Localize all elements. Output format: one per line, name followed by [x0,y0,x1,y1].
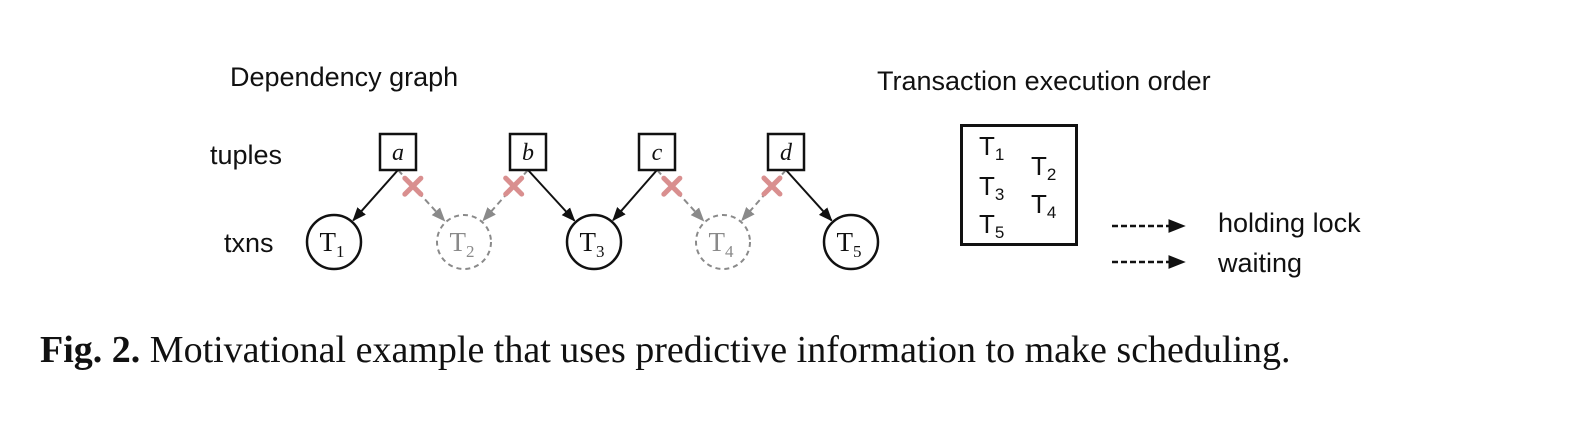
caption-text: Motivational example that uses predictiv… [149,329,1291,371]
tuple-node-d: d [766,132,806,172]
txn-node-T3: T3 [565,213,623,271]
edge-a-T1 [352,169,399,222]
execution-order-box: T1 T3 T5 T2 T4 [960,124,1078,246]
tuple-label: a [392,140,404,166]
order-item: T5 [979,209,1005,242]
tuple-node-a: a [378,132,418,172]
tuple-label: c [652,140,663,166]
txn-node-T4: T4 [695,214,751,270]
order-item: T4 [1031,189,1057,222]
txn-label: T3 [580,227,605,261]
execution-order-title: Transaction execution order [877,66,1211,96]
tuple-label: d [780,140,793,166]
blocked-cross-icon [503,175,525,197]
legend-waiting-label: waiting [1218,248,1303,278]
edge-c-T3 [612,169,658,222]
txn-node-T2: T2 [436,214,492,270]
edge-b-T3 [527,169,576,222]
tuple-node-c: c [637,132,677,172]
txn-label: T5 [837,227,862,261]
txn-label: T2 [450,227,475,261]
blocked-cross-icon [761,175,783,197]
tuple-node-b: b [508,132,548,172]
tuple-label: b [522,140,534,166]
order-item: T2 [1031,151,1057,184]
txns-row-label: txns [224,228,274,258]
order-item: T3 [979,171,1005,204]
order-item: T1 [979,131,1005,164]
legend-holding-label: holding lock [1218,208,1361,238]
tuples-row-label: tuples [210,140,283,170]
txn-node-T5: T5 [822,213,880,271]
blocked-cross-icon [402,175,424,197]
txn-node-T1: T1 [305,213,363,271]
dependency-graph-title: Dependency graph [230,62,459,92]
figure-caption: Fig. 2. Motivational example that uses p… [40,328,1291,372]
caption-label: Fig. 2. [40,329,141,371]
edge-d-T5 [785,169,833,222]
blocked-cross-icon [661,175,683,197]
